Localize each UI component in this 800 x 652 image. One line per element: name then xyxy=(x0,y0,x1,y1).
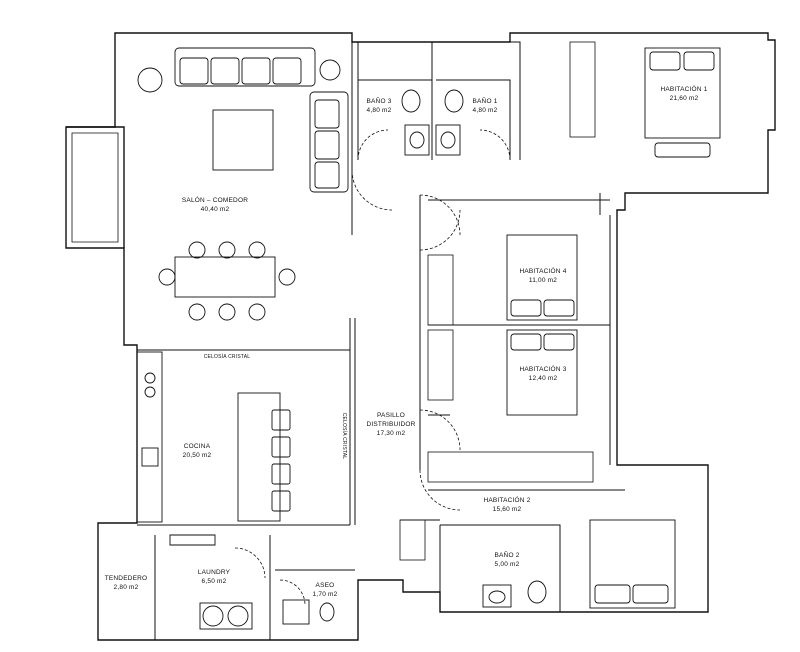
note-celosia-horizontal: CELOSÍA CRISTAL xyxy=(203,354,251,360)
room-label-tendedero: TENDEDERO 2,80 m2 xyxy=(105,575,148,593)
room-label-hab1: HABITACIÓN 1 21,60 m2 xyxy=(660,86,707,104)
room-name: TENDEDERO xyxy=(104,575,148,583)
room-area: 21,60 m2 xyxy=(669,95,699,102)
room-area: 17,30 m2 xyxy=(376,429,406,437)
room-area: 6,50 m2 xyxy=(201,578,227,585)
room-area: 40,40 m2 xyxy=(200,206,230,213)
room-name: HABITACIÓN 2 xyxy=(483,497,531,505)
beds xyxy=(506,47,721,609)
room-area: 1,70 m2 xyxy=(312,591,338,598)
door-swings xyxy=(234,129,511,606)
room-area: 2,80 m2 xyxy=(113,584,139,591)
room-area: 15,60 m2 xyxy=(492,506,522,513)
room-area: 12,40 m2 xyxy=(528,375,558,382)
room-name: HABITACIÓN 4 xyxy=(519,268,567,276)
room-label-bano1: BAÑO 1 4,80 m2 xyxy=(472,98,497,116)
bath-fixtures xyxy=(282,89,547,625)
room-area: 4,80 m2 xyxy=(366,107,392,114)
wardrobes xyxy=(399,41,596,561)
exterior-walls xyxy=(65,32,776,641)
room-label-pasillo: PASILLO DISTRIBUIDOR 17,30 m2 xyxy=(362,412,420,438)
room-name: HABITACIÓN 3 xyxy=(519,366,567,374)
room-label-hab3: HABITACIÓN 3 12,40 m2 xyxy=(519,366,566,384)
room-label-bano3: BAÑO 3 4,80 m2 xyxy=(366,98,391,116)
room-name: HABITACIÓN 1 xyxy=(660,86,708,94)
room-area: 4,80 m2 xyxy=(472,107,498,114)
kitchen-furniture xyxy=(136,351,291,630)
room-name: COCINA xyxy=(183,443,211,451)
room-label-cocina: COCINA 20,50 m2 xyxy=(183,443,212,461)
interior-walls xyxy=(137,41,625,640)
room-label-aseo: ASEO 1,70 m2 xyxy=(313,582,338,600)
room-area: 5,00 m2 xyxy=(494,561,520,568)
room-label-laundry: LAUNDRY 6,50 m2 xyxy=(198,569,230,587)
room-name: LAUNDRY xyxy=(197,569,231,577)
room-name: PASILLO DISTRIBUIDOR xyxy=(366,411,416,428)
room-name: BAÑO 1 xyxy=(472,98,498,106)
room-label-hab4: HABITACIÓN 4 11,00 m2 xyxy=(519,268,566,286)
room-name: BAÑO 3 xyxy=(366,98,392,106)
room-name: SALÓN – COMEDOR xyxy=(181,197,249,205)
room-label-hab2: HABITACIÓN 2 15,60 m2 xyxy=(483,497,530,515)
room-area: 20,50 m2 xyxy=(182,452,212,459)
room-area: 11,00 m2 xyxy=(528,277,558,284)
room-label-bano2: BAÑO 2 5,00 m2 xyxy=(494,552,519,570)
room-label-salon: SALÓN – COMEDOR 40,40 m2 xyxy=(182,197,248,215)
note-celosia-vertical: CELOSÍA CRISTAL xyxy=(341,412,347,460)
living-furniture xyxy=(137,47,349,321)
room-name: BAÑO 2 xyxy=(494,552,520,560)
room-name: ASEO xyxy=(315,582,335,590)
